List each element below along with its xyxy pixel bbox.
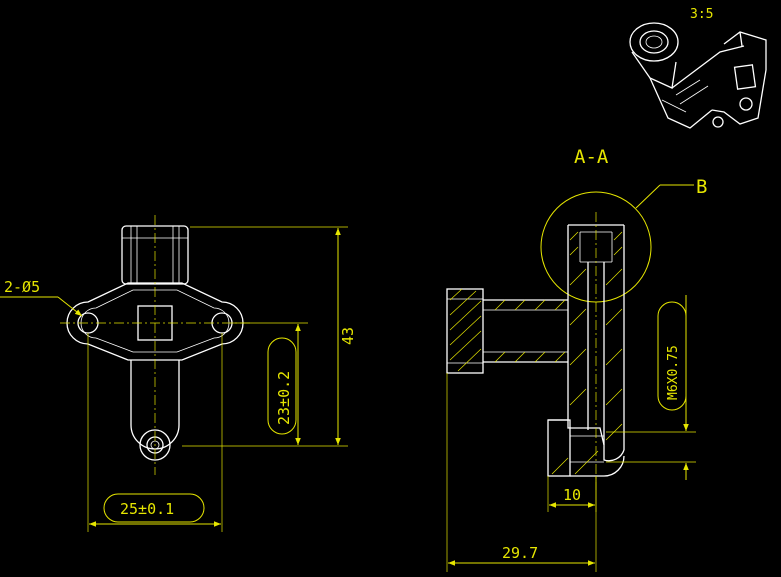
dim-holes: 2-Ø5 (4, 278, 40, 296)
front-view (60, 215, 250, 475)
section-dimensions: M6X0.75 10 29.7 (446, 295, 696, 572)
dim-depth-10: 10 (563, 486, 581, 504)
section-hatching (449, 231, 623, 475)
dim-length-total: 29.7 (502, 544, 538, 562)
dim-thread: M6X0.75 (666, 345, 681, 400)
section-title: A-A (574, 146, 609, 168)
dim-height-center: 23±0.2 (275, 371, 293, 425)
front-dimensions: 2-Ø5 43 23±0.2 25±0.1 (0, 226, 357, 532)
isometric-view (629, 22, 767, 129)
detail-label: B (696, 176, 707, 198)
scale-label: 3:5 (690, 7, 713, 22)
section-view: B (446, 176, 707, 490)
dim-width-holes: 25±0.1 (120, 500, 174, 518)
dim-height-total: 43 (339, 327, 357, 345)
